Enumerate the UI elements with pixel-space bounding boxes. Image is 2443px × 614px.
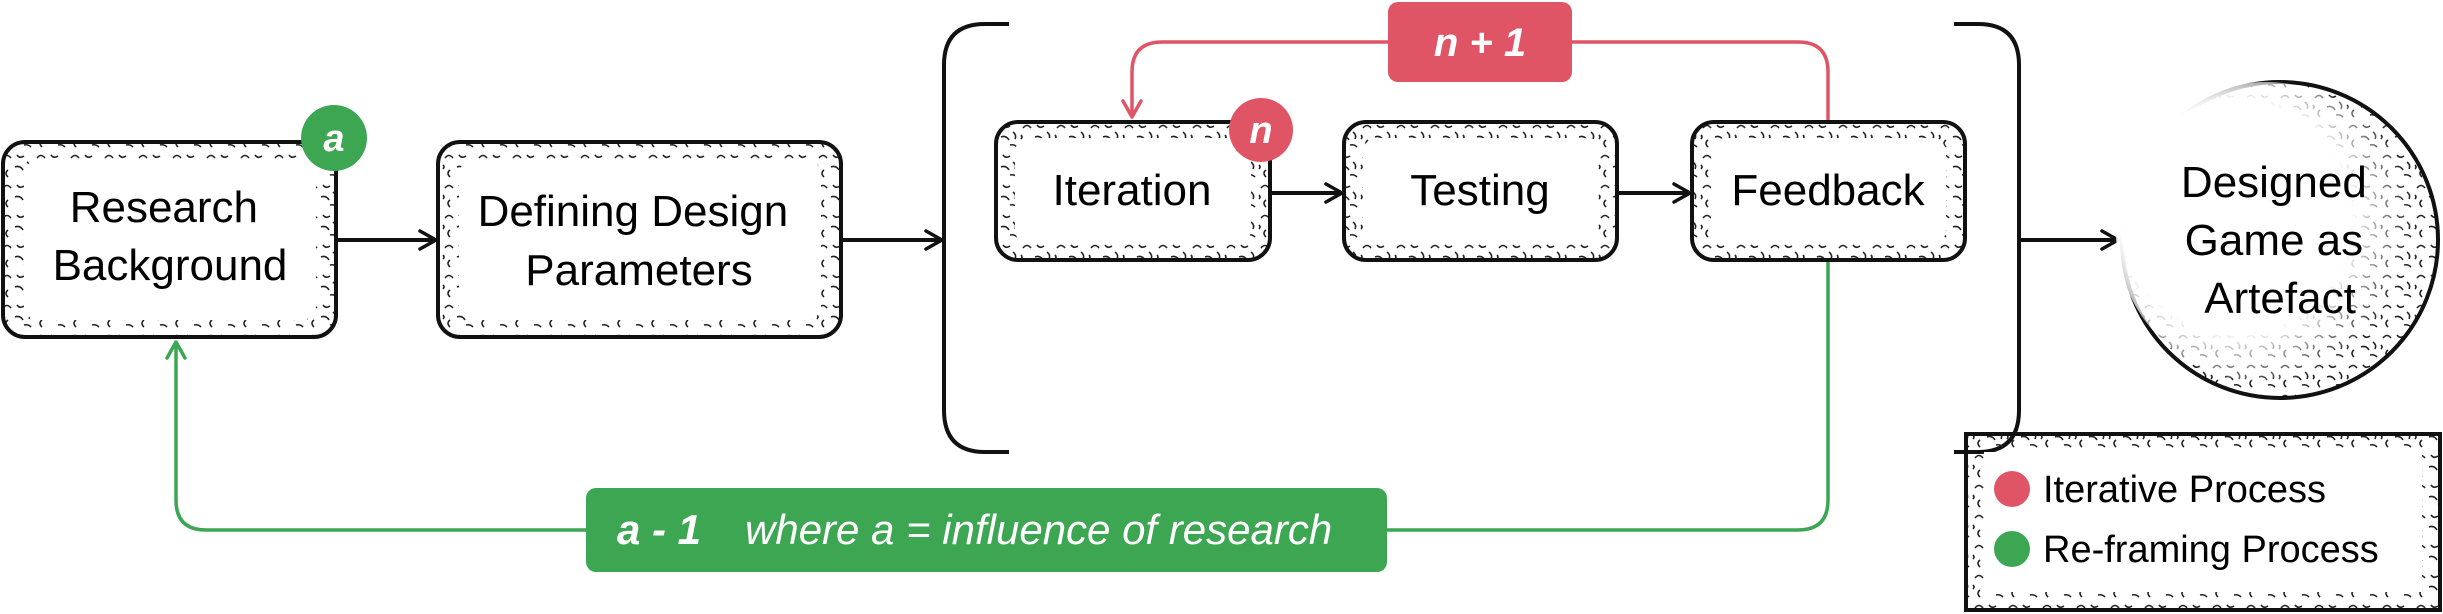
legend-iterative-swatch [1994,471,2030,507]
testing-node: Testing [1342,120,1619,262]
defining-design-line2: Parameters [525,246,752,295]
badge-a: a [301,105,367,171]
a-minus-one-label-box: a - 1 where a = influence of research [586,488,1387,572]
defining-design-parameters-node: Defining Design Parameters [436,140,843,339]
a-definition-label: where a = influence of research [745,506,1332,553]
badge-n-label: n [1249,110,1272,152]
loop-bracket-left [942,22,1009,454]
designed-game-line2: Game as [2185,216,2364,265]
badge-a-label: a [323,118,344,160]
n-plus-one-label-box: n + 1 [1388,2,1572,82]
svg-text:Research Background: Research Background [53,183,288,290]
a-minus-one-label: a - 1 [617,506,701,553]
testing-label: Testing [1410,166,1549,215]
designed-game-line3: Artefact [2204,274,2356,323]
legend-iterative-label: Iterative Process [2043,469,2326,511]
legend-reframing-label: Re-framing Process [2043,529,2379,571]
legend-reframing-swatch [1994,531,2030,567]
defining-design-line1: Defining Design [478,187,789,236]
research-background-line1: Research [70,183,258,232]
svg-text:Designed Game as A: Designed Game as Artefact [2181,158,2379,323]
n-plus-one-label: n + 1 [1434,21,1526,65]
svg-text:Defining Design Paramete: Defining Design Parameters [478,187,801,295]
legend: Iterative Process Re-framing Process [1964,432,2442,612]
iteration-node: Iteration [994,120,1272,262]
badge-n: n [1229,98,1293,162]
research-background-node: Research Background [1,140,338,339]
feedback-label: Feedback [1731,166,1925,215]
feedback-node: Feedback [1690,120,1967,262]
iteration-label: Iteration [1053,166,1212,215]
research-background-line2: Background [53,241,288,290]
designed-game-line1: Designed [2181,158,2367,207]
designed-game-node: Designed Game as Artefact [2116,80,2440,400]
